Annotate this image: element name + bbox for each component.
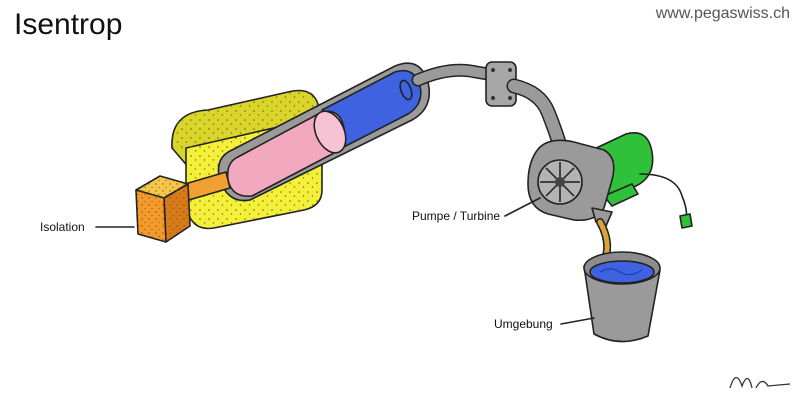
flange-bolt [508,68,512,72]
cylinder [217,62,431,202]
isolation-block-dots [136,176,190,242]
label-pump-turbine: Pumpe / Turbine [412,197,541,223]
label-environment-text: Umgebung [494,317,553,331]
label-environment: Umgebung [494,317,595,331]
connecting-pipe [411,61,568,154]
pump-turbine [527,139,615,227]
signature [729,376,791,389]
label-environment-leader [560,317,595,325]
piston-rod-assembly [135,171,231,243]
label-isolation: Isolation [40,220,135,234]
flange-bolt [508,96,512,100]
signature-stroke [729,376,791,389]
motor-cable [639,173,688,221]
flange-bolt [491,96,495,100]
label-isolation-text: Isolation [40,220,85,234]
bucket-water [589,260,655,284]
label-pump-turbine-text: Pumpe / Turbine [412,209,500,223]
pipe-fill [413,65,505,85]
bucket-body [583,265,661,343]
piston-face [313,110,347,154]
bucket [583,251,661,343]
insulation-dots-back [171,90,320,150]
flange-bolt [491,68,495,72]
diagram-title: Isentrop [14,8,123,41]
impeller-hub [555,177,565,187]
motor-plug [679,213,693,229]
pipe-bend-fill [508,80,566,152]
motor-feet [603,183,639,207]
label-pump-turbine-leader [504,197,541,217]
cylinder-end-port [399,79,413,101]
website-url: www.pegaswiss.ch [655,5,790,22]
water-ripples [599,268,643,276]
